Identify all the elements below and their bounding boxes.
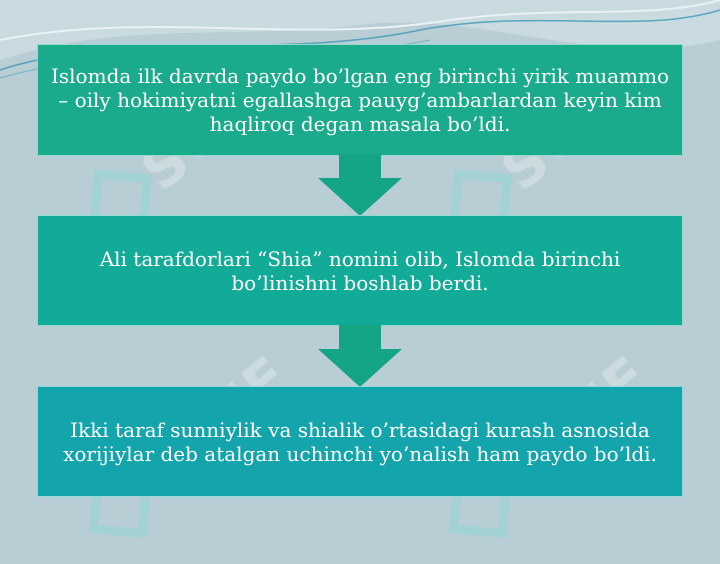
down-arrow-icon xyxy=(318,325,402,387)
flow-box-2: Ali tarafdorlari “Shia” nomini olib, Isl… xyxy=(37,215,683,326)
flow-box-3-text: Ikki taraf sunniylik va shialik o’rtasid… xyxy=(63,417,657,466)
down-arrow-icon xyxy=(318,154,402,216)
flow-box-1-text: Islomda ilk davrda paydo bo’lgan eng bir… xyxy=(51,64,669,136)
flow-box-2-text: Ali tarafdorlari “Shia” nomini olib, Isl… xyxy=(99,246,621,295)
flow-box-1: Islomda ilk davrda paydo bo’lgan eng bir… xyxy=(37,44,683,156)
flow-box-3: Ikki taraf sunniylik va shialik o’rtasid… xyxy=(37,386,683,497)
